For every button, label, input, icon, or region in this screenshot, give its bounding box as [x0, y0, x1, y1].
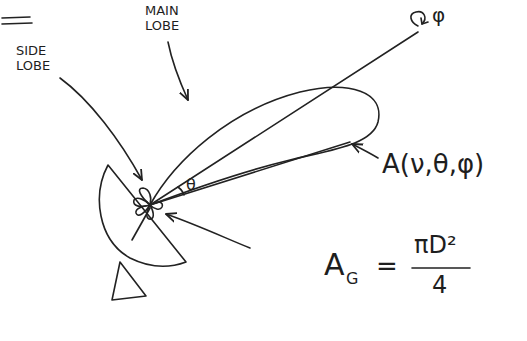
rotation-arrowhead	[421, 18, 428, 24]
main-lobe	[150, 87, 379, 205]
boresight-axis	[150, 32, 418, 205]
leader-arrow	[352, 144, 378, 158]
heading-underline	[2, 17, 32, 24]
angle-arc	[178, 187, 184, 195]
area-subscript: G	[346, 270, 366, 288]
equals-sign: =	[376, 252, 400, 282]
direction-line	[150, 142, 350, 205]
leader-arrow	[168, 42, 188, 100]
leader-arrow	[60, 78, 142, 180]
dish-mount	[112, 262, 146, 300]
fraction-bar	[412, 267, 470, 269]
leader-arrow	[166, 214, 250, 248]
azimuth-label: φ	[432, 4, 456, 27]
side-lobe	[150, 202, 162, 209]
side-lobe-label: SIDE LOBE	[16, 44, 72, 74]
angle-label: θ	[186, 176, 206, 194]
fraction-numerator: πD²	[414, 232, 474, 260]
fraction-denominator: 4	[432, 272, 456, 300]
side-lobe	[139, 188, 150, 205]
main-lobe-label: MAIN LOBE	[145, 4, 215, 34]
pattern-function-label: A(ν,θ,φ)	[382, 150, 522, 180]
